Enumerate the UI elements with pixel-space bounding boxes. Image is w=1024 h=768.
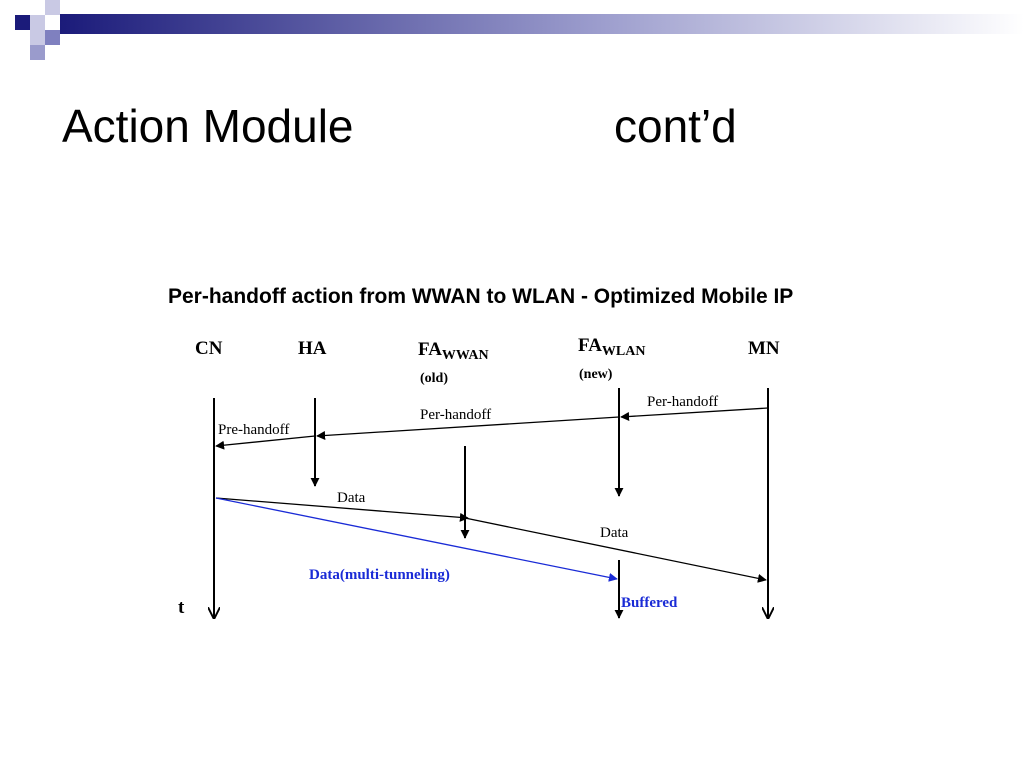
arrow-per-handoff-mn-to-fa xyxy=(620,407,769,421)
entity-mn-label: MN xyxy=(748,338,780,359)
banner-square-mid-2 xyxy=(30,30,45,45)
msg-data-1: Data xyxy=(337,490,366,506)
arrow-data-cn-to-fa-wwan xyxy=(215,497,469,522)
arrow-data-fa-wwan-to-mn xyxy=(464,517,767,583)
entity-fa-old-label: FAWWAN xyxy=(418,339,489,363)
entity-fa-old-tag: (old) xyxy=(420,371,448,386)
arrow-data-multi-tunneling xyxy=(215,497,618,582)
entity-cn-label: CN xyxy=(195,338,223,359)
entity-fa-new-label: FAWLAN xyxy=(578,335,645,359)
arrow-pre-handoff-ha-to-cn xyxy=(215,435,316,450)
banner-square-dark-2 xyxy=(45,30,60,45)
entity-fa-new-main: FA xyxy=(578,335,602,356)
msg-per-handoff-mn: Per-handoff xyxy=(647,394,718,410)
slide-title-suffix: cont’d xyxy=(614,100,737,152)
diagram-caption: Per-handoff action from WWAN to WLAN - O… xyxy=(168,285,793,308)
banner-square-light-2 xyxy=(30,45,45,60)
slide-title: Action Module xyxy=(62,100,354,152)
entity-fa-old-main: FA xyxy=(418,339,442,360)
entity-fa-new-tag: (new) xyxy=(579,367,613,382)
arrow-per-handoff-fa-to-ha xyxy=(316,416,620,440)
banner-gradient-bar xyxy=(60,14,1024,34)
entity-fa-old-sub: WWAN xyxy=(442,348,489,363)
msg-buffered: Buffered xyxy=(621,595,678,611)
banner-square-light xyxy=(30,15,45,30)
banner-square-dark xyxy=(15,15,30,30)
msg-pre-handoff: Pre-handoff xyxy=(218,422,289,438)
msg-data-2: Data xyxy=(600,525,629,541)
header-banner xyxy=(15,0,1024,60)
msg-data-multi-tunneling: Data(multi-tunneling) xyxy=(309,567,450,583)
entity-fa-new-sub: WLAN xyxy=(602,344,646,359)
banner-square-mid xyxy=(45,0,60,15)
msg-per-handoff-fa: Per-handoff xyxy=(420,407,491,423)
entity-ha-label: HA xyxy=(298,338,327,359)
time-axis-label: t xyxy=(178,597,185,618)
